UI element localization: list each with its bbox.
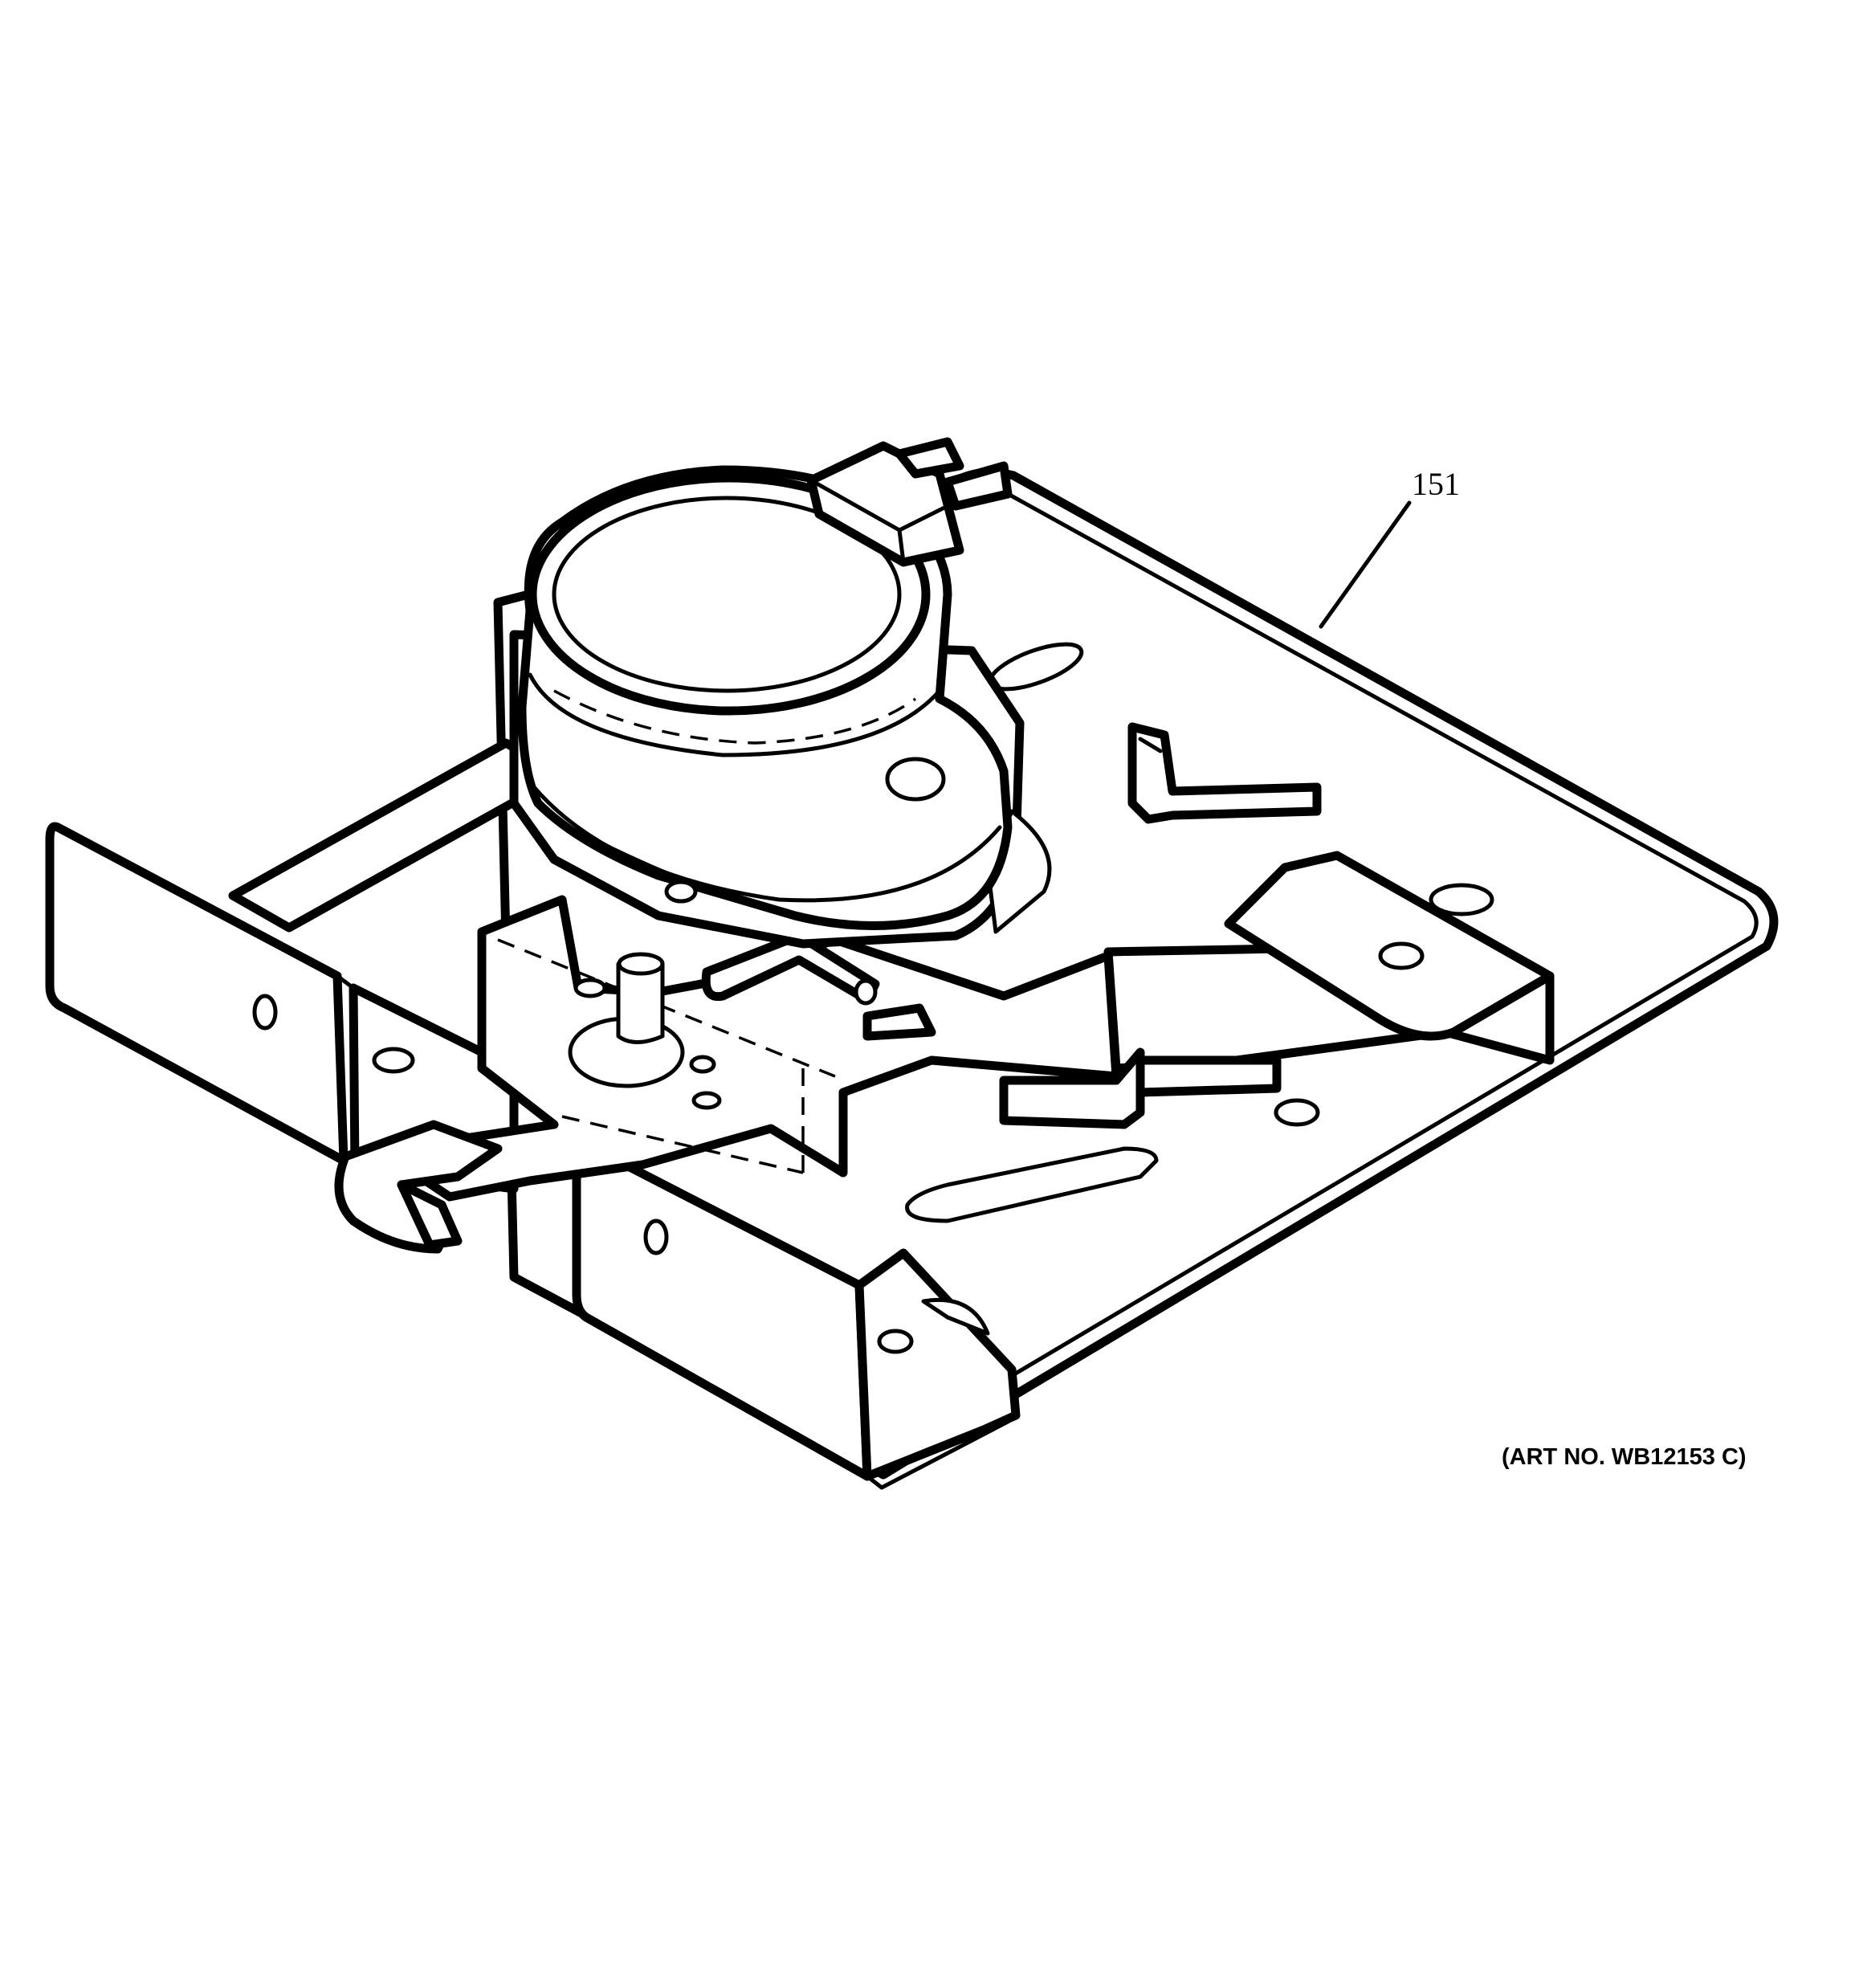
rivet [1274, 1098, 1320, 1127]
terminal-pin [895, 437, 964, 479]
right-rail [1103, 851, 1555, 1073]
link-rod [701, 931, 880, 1006]
switch-contact-lower [862, 1003, 1320, 1129]
mounting-hole [643, 1219, 669, 1255]
slot-hole [1378, 941, 1425, 970]
mounting-hole [877, 1329, 914, 1354]
front-bracket [572, 1136, 1021, 1490]
terminal-pin [943, 461, 1013, 511]
callout-label: 151 [1412, 466, 1460, 502]
slot-hole [1429, 883, 1494, 916]
contact-tab [862, 1003, 936, 1041]
switch-contact-upper [1127, 722, 1322, 824]
pivot-pin [616, 961, 665, 1044]
motor-cap [528, 473, 931, 716]
leader-line [1319, 500, 1412, 629]
terminal-block [806, 437, 1013, 567]
plate-slots [689, 642, 1159, 1223]
mounting-boss [885, 757, 946, 802]
mounting-hole [372, 1047, 415, 1074]
mounting-hole [252, 994, 278, 1031]
left-bracket [45, 738, 567, 1194]
callout-151: 151 [1319, 466, 1460, 629]
timer-motor [509, 465, 1052, 949]
art-number: (ART NO. WB12153 C) [1502, 1444, 1747, 1470]
lever-plate [334, 895, 1121, 1254]
